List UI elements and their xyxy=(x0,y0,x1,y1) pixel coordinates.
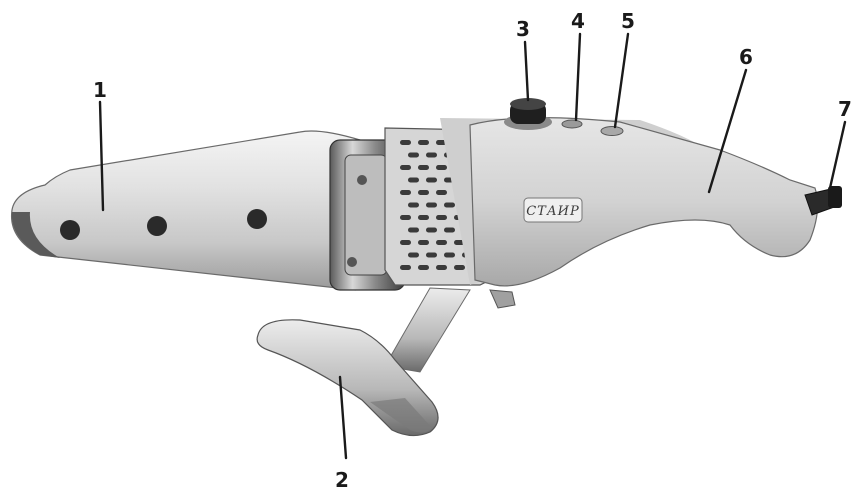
perforation-slot xyxy=(418,140,429,145)
perforation-slot xyxy=(400,140,411,145)
perforation-slot xyxy=(426,252,437,258)
perforation-slot xyxy=(418,190,429,195)
stand xyxy=(256,287,471,437)
perforation-slot xyxy=(408,252,419,258)
perforation-slot xyxy=(400,240,411,245)
leader-5 xyxy=(613,32,630,129)
plate-hole-3 xyxy=(247,209,267,229)
perforation-slot xyxy=(400,165,411,170)
perforation-slot xyxy=(418,165,429,170)
perforation-slot xyxy=(426,152,437,158)
leader-2 xyxy=(338,375,348,460)
perforation-slot xyxy=(426,202,437,208)
callout-7: 7 xyxy=(838,97,852,121)
perforation-slot xyxy=(444,227,455,233)
temperature-knob xyxy=(504,98,552,130)
perforation-slot xyxy=(436,240,447,245)
callout-2: 2 xyxy=(335,468,349,492)
perforation-slot xyxy=(418,240,429,245)
perforation-slot xyxy=(454,265,465,270)
perforation-slot xyxy=(408,227,419,233)
heating-plate xyxy=(10,130,361,291)
leader-4 xyxy=(574,32,582,122)
brand-label: СТАИР xyxy=(526,204,580,219)
main-body: СТАИР xyxy=(440,117,819,309)
plate-hole-2 xyxy=(147,216,167,236)
perforation-slot xyxy=(444,252,455,258)
callout-1: 1 xyxy=(93,78,107,102)
perforation-slot xyxy=(408,177,419,183)
callout-5: 5 xyxy=(621,9,635,33)
bolt-bottom xyxy=(347,257,357,267)
brand-plate xyxy=(523,197,583,223)
leader-7 xyxy=(828,120,847,190)
indicator-lamp-5 xyxy=(600,126,624,136)
perforation-slot xyxy=(436,265,447,270)
bolt-top xyxy=(357,175,367,185)
perforation-slot xyxy=(418,215,429,220)
perforation-slot xyxy=(436,215,447,220)
perforation-slot xyxy=(418,265,429,270)
perforation-slot xyxy=(408,152,419,158)
callout-6: 6 xyxy=(739,45,753,69)
perforation-slot xyxy=(426,177,437,183)
perforation-slot xyxy=(408,202,419,208)
perforation-slot xyxy=(444,202,455,208)
leader-3 xyxy=(523,40,530,102)
perforation-slot xyxy=(400,215,411,220)
plate-hole-1 xyxy=(60,220,80,240)
leader-1 xyxy=(98,100,105,212)
perforation-slot xyxy=(436,190,447,195)
perforation-slot xyxy=(400,190,411,195)
perforation-slot xyxy=(436,165,447,170)
callout-4: 4 xyxy=(571,9,585,33)
perforation-slot xyxy=(426,227,437,233)
leader-lines xyxy=(98,32,847,460)
cord-connector xyxy=(804,186,842,216)
leader-6 xyxy=(707,68,748,194)
indicator-lamp-4 xyxy=(561,119,583,129)
perforation-slot xyxy=(400,265,411,270)
callout-3: 3 xyxy=(516,17,530,41)
callouts: 1 2 3 4 5 6 7 xyxy=(93,9,852,492)
